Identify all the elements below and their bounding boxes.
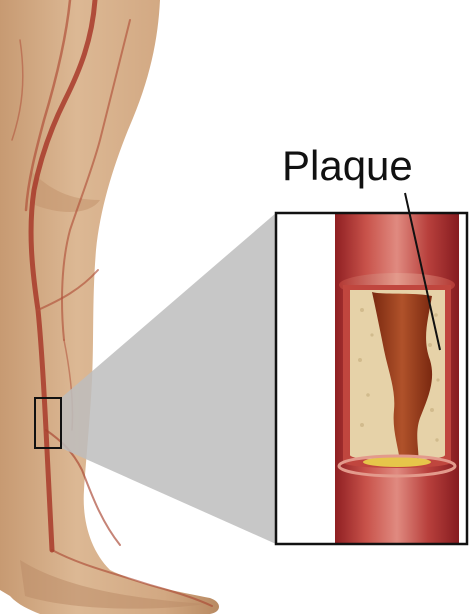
vein-branch-2 [61,19,131,341]
knee-shadow [30,170,100,212]
foot-shadow [20,560,205,609]
vein-branch-4 [45,429,121,546]
leg-illustration [0,0,219,614]
inset-frame [274,211,469,546]
plaque-texture [358,308,440,442]
plaque-deposit [363,457,431,467]
vein-branch-5 [51,549,213,607]
vein-branch-1 [24,0,72,212]
plaque-label: Plaque [282,142,413,189]
vein-branch-6 [11,39,24,141]
artery-lumen [372,292,433,462]
leg-veins [11,0,213,607]
vein-branch-3 [37,269,99,311]
leg-shape [0,0,219,614]
magnifier-wedge [61,213,276,544]
main-artery [28,0,98,553]
zoom-region-box-overlay [34,397,62,449]
plaque-pointer-line [404,192,441,351]
artery-inset [274,211,469,546]
artery-cut-bottom [337,454,457,478]
